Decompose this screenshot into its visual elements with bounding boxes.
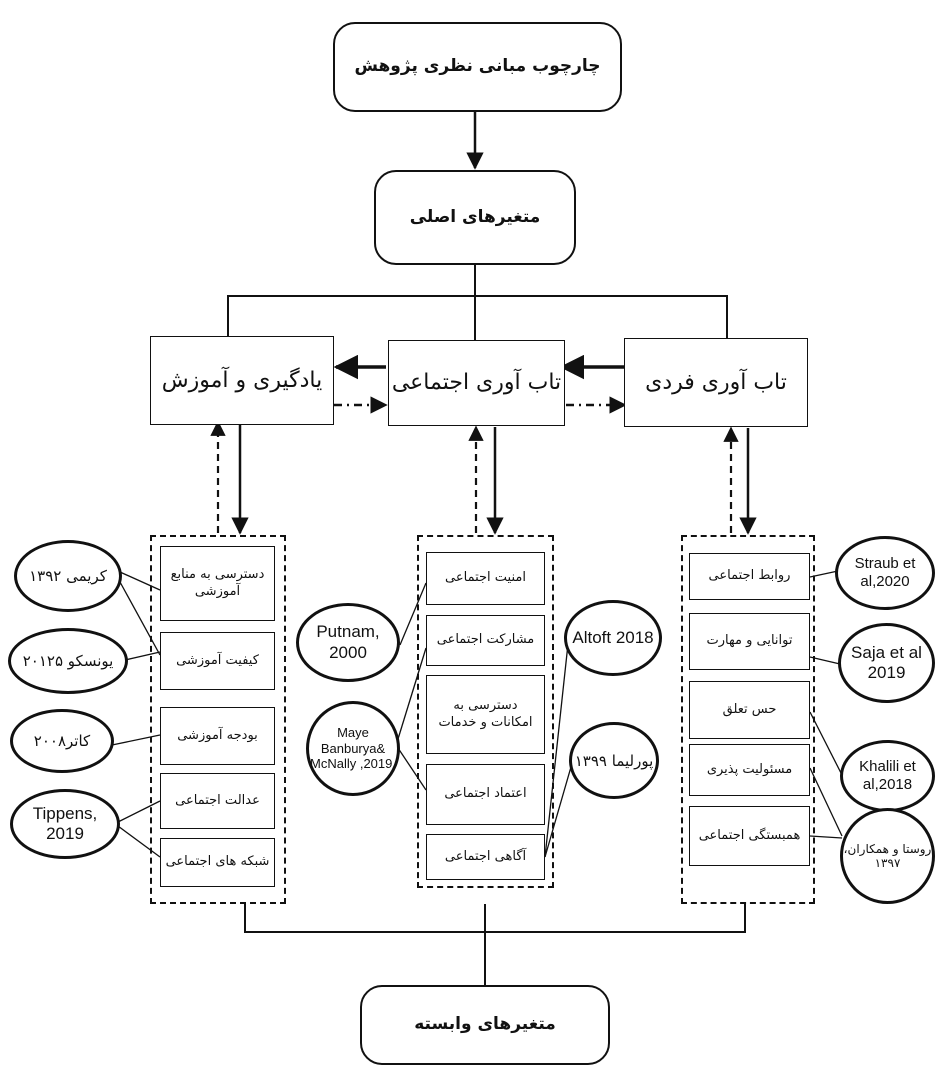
individual-item-5: همبستگی اجتماعی — [689, 806, 810, 866]
ref-putnam: Putnam, 2000 — [296, 603, 400, 682]
link-pourlima — [544, 759, 574, 858]
link-rousta — [809, 767, 843, 837]
link-karimi-2 — [119, 581, 161, 656]
learning-item-2: کیفیت آموزشی — [160, 632, 275, 690]
ref-rousta: روستا و همکاران، ۱۳۹۷ — [840, 808, 935, 904]
ref-kater: کاتر۲۰۰۸ — [10, 709, 114, 773]
link-karimi — [119, 571, 161, 591]
ref-altoft: Altoft 2018 — [564, 600, 662, 676]
main-variables-text: متغیرهای اصلی — [409, 206, 541, 227]
social-item-3: دسترسی به امکانات و خدمات — [426, 675, 545, 754]
bracket-top — [227, 295, 728, 338]
individual-item-1: روابط اجتماعی — [689, 553, 810, 600]
link-putnam — [399, 582, 427, 646]
ref-maye: Maye Banburya& McNally ,2019. — [306, 701, 400, 796]
social-item-4: اعتماد اجتماعی — [426, 764, 545, 825]
link-khalili — [809, 711, 843, 776]
ref-pourlima: پورلیما ۱۳۹۹ — [569, 722, 659, 799]
social-item-5: آگاهی اجتماعی — [426, 834, 545, 880]
social-items-group — [417, 535, 554, 888]
individual-resilience-text: تاب آوری فردی — [645, 369, 787, 395]
social-resilience-box: تاب آوری اجتماعی — [388, 340, 565, 426]
link-tippens — [117, 800, 161, 823]
learning-text: یادگیری و آموزش — [161, 367, 323, 393]
learning-box: یادگیری و آموزش — [150, 336, 334, 425]
link-maye-2 — [397, 747, 427, 791]
dependent-variables-box: متغیرهای وابسته — [360, 985, 610, 1065]
link-unesco — [124, 651, 161, 661]
bracket-bottom — [244, 903, 746, 933]
social-resilience-text: تاب آوری اجتماعی — [391, 370, 562, 396]
individual-resilience-box: تاب آوری فردی — [624, 338, 808, 427]
learning-item-5: شبکه های اجتماعی — [160, 838, 275, 887]
dependent-variables-text: متغیرهای وابسته — [414, 1014, 556, 1035]
link-saja — [809, 656, 841, 665]
link-rousta-2 — [809, 835, 843, 839]
learning-item-1: دسترسی به منابع آموزشی — [160, 546, 275, 621]
ref-unesco: یونسکو ۲۰۱۲۵ — [8, 628, 128, 694]
title-text: چارچوب مبانی نظری پژوهش — [354, 56, 601, 77]
social-item-1: امنیت اجتماعی — [426, 552, 545, 605]
link-kater — [111, 734, 161, 746]
learning-item-3: بودجه آموزشی — [160, 707, 275, 765]
individual-items-group — [681, 535, 815, 904]
link-maye — [397, 647, 427, 740]
learning-items-group — [150, 535, 286, 904]
ref-saja: Saja et al 2019 — [838, 623, 935, 703]
ref-khalili: Khalili et al,2018 — [840, 740, 935, 812]
individual-item-2: توانایی و مهارت — [689, 613, 810, 670]
link-altoft — [544, 643, 569, 858]
ref-tippens: Tippens, 2019 — [10, 789, 120, 859]
ref-straub: Straub et al,2020 — [835, 536, 935, 610]
ref-karimi: کریمی ۱۳۹۲ — [14, 540, 122, 612]
link-tippens-2 — [117, 825, 161, 858]
main-variables-box: متغیرهای اصلی — [374, 170, 576, 265]
title-box: چارچوب مبانی نظری پژوهش — [333, 22, 622, 112]
individual-item-3: حس تعلق — [689, 681, 810, 739]
individual-item-4: مسئولیت پذیری — [689, 744, 810, 796]
learning-item-4: عدالت اجتماعی — [160, 773, 275, 829]
social-item-2: مشارکت اجتماعی — [426, 615, 545, 666]
